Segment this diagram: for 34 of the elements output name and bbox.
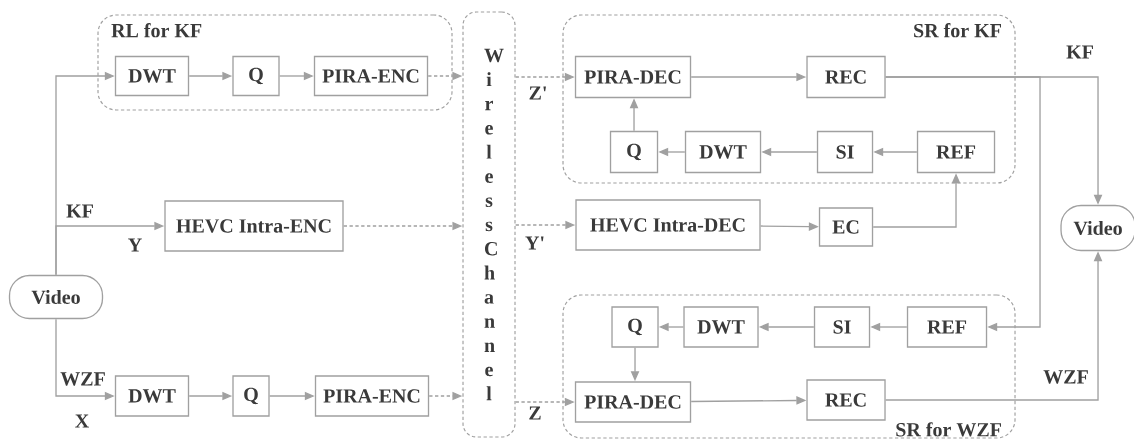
arrow xyxy=(885,76,1041,332)
process-box: Q xyxy=(232,375,270,417)
process-box: DWT xyxy=(114,55,190,97)
signal-label: X xyxy=(75,414,89,428)
terminal-box: Video xyxy=(1060,204,1134,252)
signal-label: Y xyxy=(128,238,142,252)
process-box: REC xyxy=(806,379,886,421)
process-box: HEVC Intra-ENC xyxy=(164,200,344,252)
process-box: Q xyxy=(609,130,659,174)
process-box: Q xyxy=(232,55,280,97)
process-box: SI xyxy=(813,306,871,348)
signal-label: WZF xyxy=(1043,370,1088,384)
channel-box: Wireless Channel xyxy=(462,11,516,438)
terminal-box: Video xyxy=(8,274,104,320)
process-box: SI xyxy=(816,130,874,174)
signal-label: WZF xyxy=(60,372,105,386)
signal-label: Z' xyxy=(529,86,546,100)
process-box: REC xyxy=(806,55,886,99)
signal-label: Y' xyxy=(525,236,544,250)
process-box: PIRA-DEC xyxy=(574,381,692,423)
signal-label: KF xyxy=(1066,45,1093,59)
process-box: HEVC Intra-DEC xyxy=(575,199,761,251)
process-box: REF xyxy=(916,130,996,174)
process-box: PIRA-DEC xyxy=(574,55,692,99)
process-box: Q xyxy=(611,306,659,348)
process-box: DWT xyxy=(114,375,190,417)
signal-label: KF xyxy=(66,204,93,218)
signal-label: Z xyxy=(529,406,541,420)
process-box: DWT xyxy=(684,130,762,174)
process-box: REF xyxy=(906,306,988,348)
process-box: EC xyxy=(818,207,874,247)
process-box: PIRA-ENC xyxy=(313,55,429,97)
process-box: DWT xyxy=(683,306,759,348)
process-box: PIRA-ENC xyxy=(314,375,430,417)
